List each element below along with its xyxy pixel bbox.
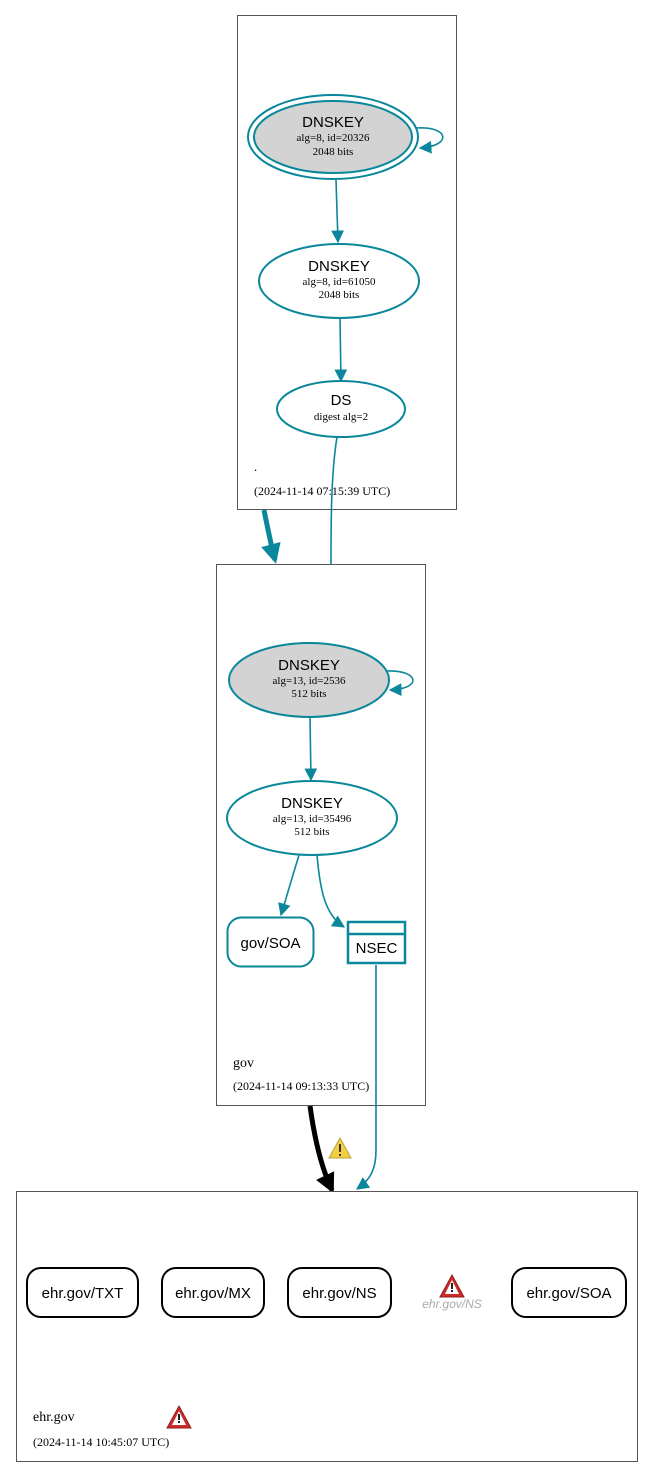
zone-gov-name: gov <box>233 1056 254 1071</box>
root-ds-digest: digest alg=2 <box>314 411 368 423</box>
gov-soa-node[interactable]: gov/SOA <box>226 916 315 968</box>
root-ds-node[interactable]: DS digest alg=2 <box>276 380 406 438</box>
gov-ksk-node[interactable]: DNSKEY alg=13, id=2536 512 bits <box>228 642 390 718</box>
edge-nsec-to-ehr <box>355 965 377 1190</box>
edge-delegation-gov-to-ehr <box>307 1105 335 1194</box>
ehr-mx-node[interactable]: ehr.gov/MX <box>161 1267 265 1318</box>
root-ksk-self-edge <box>415 127 444 154</box>
gov-ksk-self-edge <box>386 670 414 697</box>
root-ksk-node[interactable]: DNSKEY alg=8, id=20326 2048 bits <box>247 94 419 180</box>
zone-ehr-box <box>16 1191 638 1462</box>
zone-ehr: ehr.gov (2024-11-14 10:45:07 UTC) <box>16 1191 638 1462</box>
ehr-ns-label: ehr.gov/NS <box>302 1285 376 1302</box>
edge-root-zsk-to-ds <box>334 317 348 383</box>
ehr-ns-ghost-label: ehr.gov/NS <box>422 1297 482 1311</box>
gov-zsk-node[interactable]: DNSKEY alg=13, id=35496 512 bits <box>226 780 398 856</box>
ehr-ns-node[interactable]: ehr.gov/NS <box>287 1267 392 1318</box>
gov-zsk-bits: 512 bits <box>294 826 329 838</box>
root-ksk-alg: alg=8, id=20326 <box>297 132 370 144</box>
ehr-txt-node[interactable]: ehr.gov/TXT <box>26 1267 139 1318</box>
ns-error-icon <box>439 1273 465 1298</box>
root-ksk-bits: 2048 bits <box>313 146 354 158</box>
zone-ehr-timestamp: (2024-11-14 10:45:07 UTC) <box>33 1435 169 1449</box>
edge-gov-zsk-to-soa <box>278 854 300 917</box>
edge-delegation-root-to-gov <box>261 509 281 564</box>
zone-root-timestamp: (2024-11-14 07:15:39 UTC) <box>254 484 390 498</box>
delegation-warning-icon[interactable] <box>328 1136 352 1159</box>
gov-zsk-alg: alg=13, id=35496 <box>273 813 352 825</box>
edge-gov-zsk-to-nsec <box>316 854 346 928</box>
root-ds-title: DS <box>331 392 352 409</box>
root-zsk-node[interactable]: DNSKEY alg=8, id=61050 2048 bits <box>258 243 420 319</box>
edge-root-ksk-to-zsk <box>331 179 345 244</box>
gov-ksk-bits: 512 bits <box>291 688 326 700</box>
zone-error-icon[interactable] <box>166 1404 192 1429</box>
zone-gov-timestamp: (2024-11-14 09:13:33 UTC) <box>233 1079 369 1093</box>
zone-root-name: . <box>254 459 257 474</box>
gov-nsec-node[interactable]: NSEC <box>346 920 407 965</box>
root-zsk-bits: 2048 bits <box>319 289 360 301</box>
gov-nsec-label: NSEC <box>356 940 398 957</box>
ehr-ns-ghost-node[interactable]: ehr.gov/NS <box>422 1273 482 1311</box>
root-zsk-title: DNSKEY <box>308 258 370 275</box>
gov-ksk-alg: alg=13, id=2536 <box>273 675 346 687</box>
ehr-txt-label: ehr.gov/TXT <box>42 1285 124 1302</box>
gov-ksk-title: DNSKEY <box>278 657 340 674</box>
gov-soa-label: gov/SOA <box>240 935 300 952</box>
edge-gov-ksk-to-zsk <box>304 717 318 782</box>
ehr-soa-label: ehr.gov/SOA <box>526 1285 611 1302</box>
ehr-mx-label: ehr.gov/MX <box>175 1285 251 1302</box>
root-ksk-title: DNSKEY <box>302 114 364 131</box>
zone-ehr-name: ehr.gov <box>33 1410 75 1425</box>
root-zsk-alg: alg=8, id=61050 <box>303 276 376 288</box>
gov-zsk-title: DNSKEY <box>281 795 343 812</box>
ehr-soa-node[interactable]: ehr.gov/SOA <box>511 1267 627 1318</box>
